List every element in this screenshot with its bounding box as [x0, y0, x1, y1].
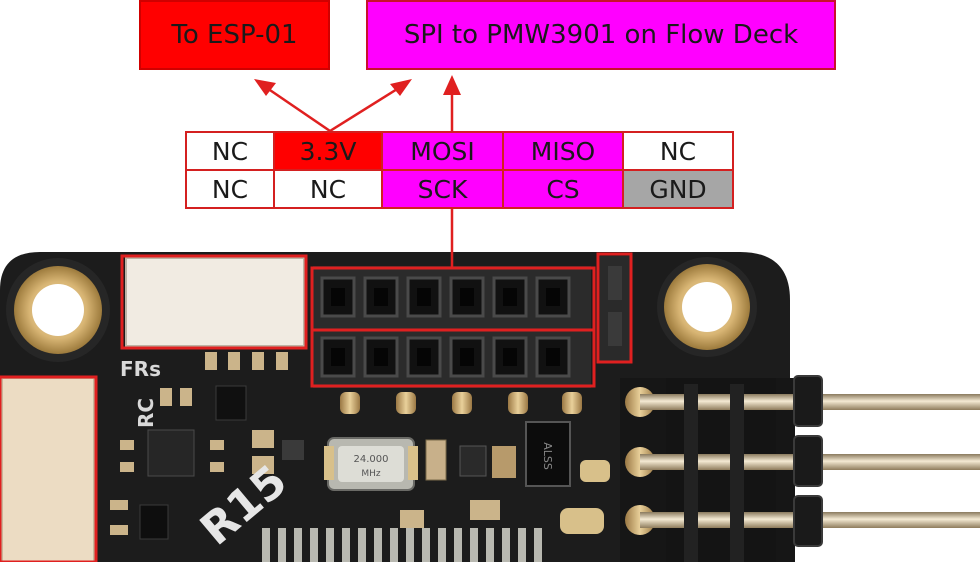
- label-spi-flow-deck-text: SPI to PMW3901 on Flow Deck: [403, 20, 799, 50]
- right-angle-header: [625, 375, 980, 562]
- label-to-esp01-text: To ESP-01: [171, 20, 298, 50]
- label-spi-flow-deck: SPI to PMW3901 on Flow Deck: [366, 0, 836, 70]
- pin-cell: NC: [185, 131, 275, 171]
- silkscreen-rc: RC: [134, 398, 158, 428]
- crystal-oscillator: 24.000 MHz: [324, 437, 418, 491]
- pin-cell: GND: [622, 169, 734, 209]
- pin-cell: NC: [273, 169, 383, 209]
- mounting-hole-left: [6, 258, 110, 362]
- pin-cell: NC: [622, 131, 734, 171]
- mounting-hole-right: [657, 257, 757, 357]
- pin-cell: SCK: [381, 169, 504, 209]
- ic-chip: [147, 429, 195, 477]
- pin-cell: NC: [185, 169, 275, 209]
- silkscreen-frs: FRs: [120, 357, 161, 381]
- transistor-chip: [215, 385, 247, 421]
- pin-header: [313, 266, 591, 388]
- crystal-bottom-text: MHz: [361, 469, 381, 479]
- chip-marking: ALSS: [541, 442, 554, 470]
- connector-top: [125, 257, 305, 347]
- pinout-row-bottom: NC NC SCK CS GND: [185, 169, 734, 209]
- crystal-top-text: 24.000: [354, 454, 389, 465]
- pin-cell: MOSI: [381, 131, 504, 171]
- pin-cell: 3.3V: [273, 131, 383, 171]
- pin-cell: CS: [502, 169, 624, 209]
- voltage-regulator: ALSS: [525, 421, 571, 487]
- pinout-table: NC 3.3V MOSI MISO NC NC NC SCK CS GND: [185, 131, 734, 209]
- label-to-esp01: To ESP-01: [139, 0, 330, 70]
- pinout-row-top: NC 3.3V MOSI MISO NC: [185, 131, 734, 171]
- arrow-to-esp: [263, 84, 331, 133]
- arrow-to-spi-from-3v3: [329, 84, 403, 133]
- pin-cell: MISO: [502, 131, 624, 171]
